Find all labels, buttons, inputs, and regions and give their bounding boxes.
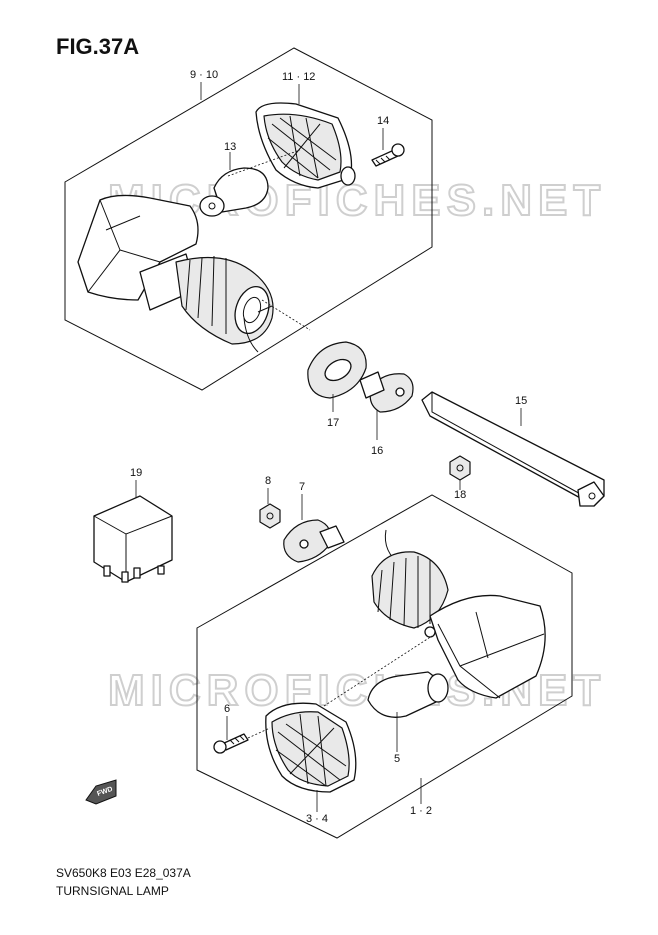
lower-lens[interactable]	[265, 702, 357, 793]
callout-11-12: 11 · 12	[282, 71, 315, 83]
callout-9-10: 9 · 10	[190, 69, 218, 81]
lens-screw-lower[interactable]	[213, 733, 249, 754]
callout-17: 17	[327, 417, 339, 429]
figure-code: SV650K8 E03 E28_037A	[56, 866, 191, 880]
nut-18[interactable]	[449, 455, 471, 481]
bracket-15[interactable]	[421, 391, 605, 507]
callout-6: 6	[224, 703, 230, 715]
callout-13: 13	[224, 141, 236, 153]
upper-lamp-housing[interactable]	[77, 194, 275, 353]
callout-19: 19	[130, 467, 142, 479]
callout-3-4: 3 · 4	[306, 813, 328, 825]
callout-14: 14	[377, 115, 389, 127]
lens-screw[interactable]	[371, 143, 405, 167]
callout-1-2: 1 · 2	[410, 805, 432, 817]
lower-bulb[interactable]	[367, 671, 449, 718]
mount-16[interactable]	[359, 371, 414, 413]
callout-8: 8	[265, 475, 271, 487]
callout-7: 7	[299, 481, 305, 493]
callout-18: 18	[454, 489, 466, 501]
mount-7[interactable]	[283, 519, 345, 563]
lower-assembly-frame	[196, 494, 573, 839]
upper-lens[interactable]	[255, 102, 356, 189]
lower-lamp-housing[interactable]	[371, 529, 546, 699]
callout-5: 5	[394, 753, 400, 765]
callout-16: 16	[371, 445, 383, 457]
nut-8[interactable]	[259, 503, 281, 529]
forward-direction-badge: FWD	[85, 779, 117, 805]
grommet-17[interactable]	[307, 341, 367, 399]
figure-title: FIG.37A	[56, 34, 140, 59]
upper-bulb[interactable]	[199, 167, 269, 217]
relay-19[interactable]	[93, 495, 173, 583]
callout-15: 15	[515, 395, 527, 407]
figure-caption: TURNSIGNAL LAMP	[56, 884, 169, 898]
upper-assembly-frame	[64, 47, 433, 391]
